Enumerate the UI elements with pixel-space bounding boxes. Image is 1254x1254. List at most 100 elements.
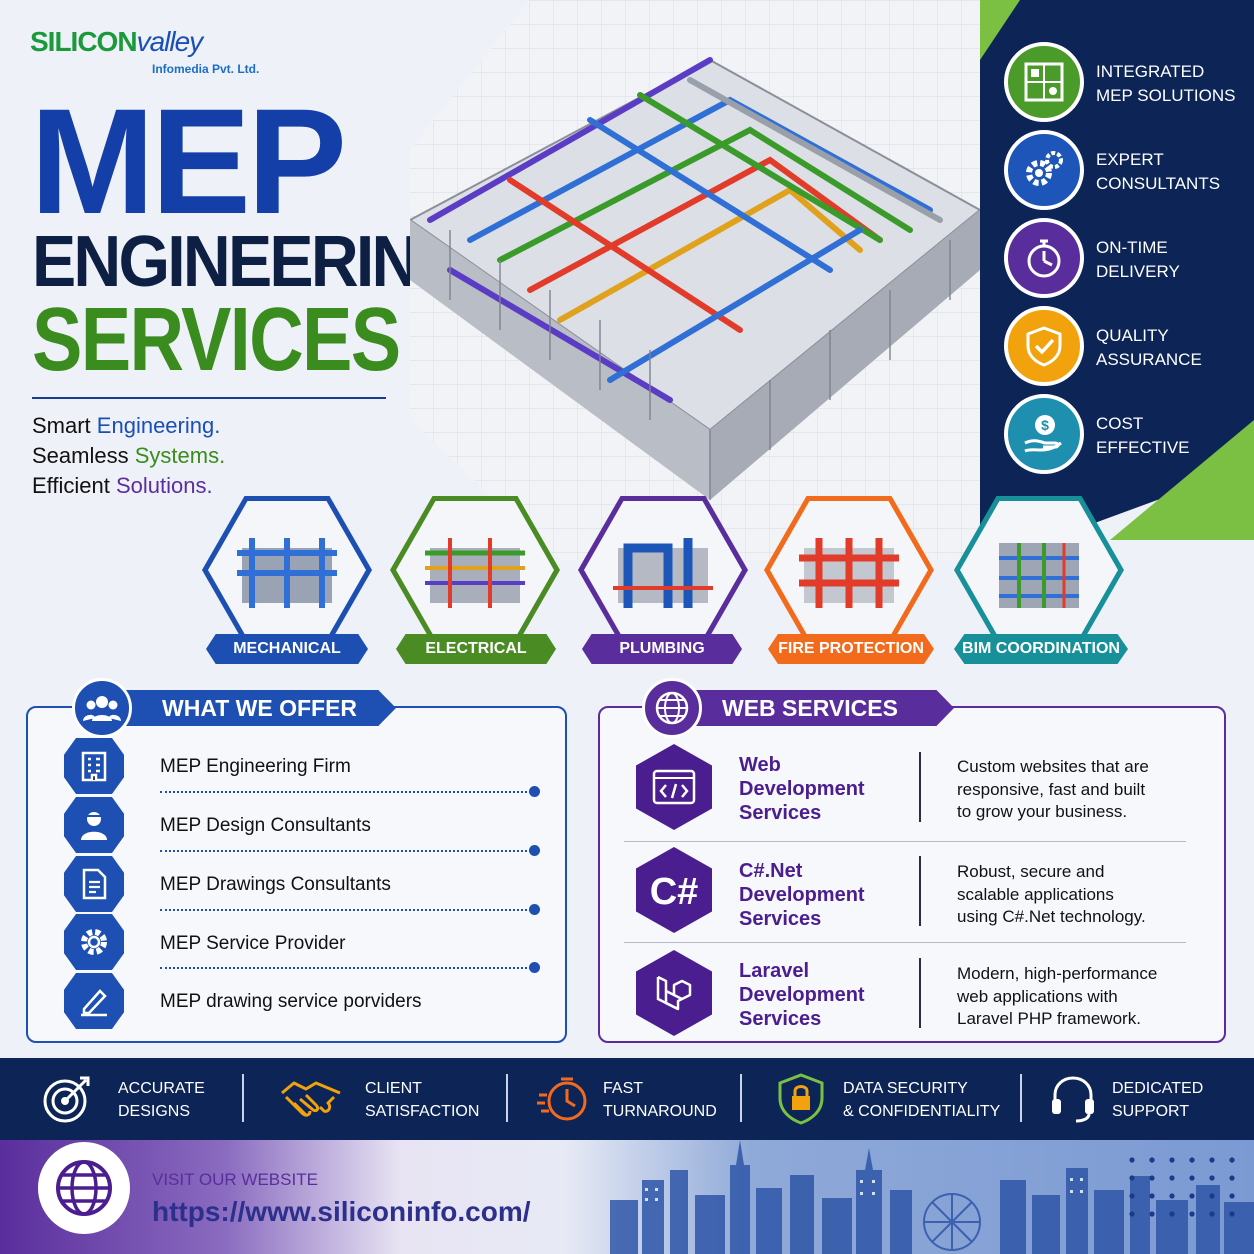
team-icon bbox=[72, 678, 132, 738]
feature-line-1: INTEGRATED bbox=[1096, 62, 1205, 81]
visit-website-label: VISIT OUR WEBSITE bbox=[152, 1170, 318, 1189]
offer-item-4: MEP Service Provider bbox=[160, 933, 346, 954]
headline-services: SERVICES bbox=[32, 290, 401, 390]
headline-engineering: ENGINEERING bbox=[32, 222, 468, 302]
feature-expert-consultants: EXPERT CONSULTANTS bbox=[1004, 130, 1244, 210]
benefits-band bbox=[0, 1058, 1254, 1140]
shield-check-icon bbox=[1004, 306, 1084, 386]
tagline-line-1: Smart Engineering. bbox=[32, 413, 221, 438]
benefit-separator-3 bbox=[740, 1074, 742, 1122]
logo-subtitle: Infomedia Pvt. Ltd. bbox=[152, 62, 260, 76]
service-label-mechanical: MECHANICAL bbox=[206, 634, 368, 664]
gear-icon bbox=[64, 914, 124, 970]
web-separator-3 bbox=[919, 958, 921, 1028]
service-hex-fire-protection[interactable] bbox=[764, 496, 934, 646]
lock-shield-icon bbox=[770, 1068, 832, 1130]
logo-brand: SILICONvalley bbox=[30, 26, 204, 58]
bim-illustration bbox=[999, 543, 1079, 608]
web-row-divider-2 bbox=[624, 942, 1186, 943]
feature-line-1: QUALITY bbox=[1096, 326, 1169, 345]
document-icon bbox=[64, 856, 124, 912]
offer-dot-2 bbox=[529, 845, 540, 856]
feature-line-1: ON-TIME bbox=[1096, 238, 1168, 257]
fast-clock-icon bbox=[534, 1068, 596, 1130]
building-icon bbox=[64, 738, 124, 794]
svg-text:$: $ bbox=[1041, 417, 1049, 433]
mep-building-illustration bbox=[410, 0, 990, 560]
what-we-offer-banner: WHAT WE OFFER bbox=[102, 690, 396, 726]
feature-line-2: MEP SOLUTIONS bbox=[1096, 86, 1236, 105]
benefit-data-security: DATA SECURITY& CONFIDENTIALITY bbox=[843, 1080, 1001, 1120]
feature-on-time-delivery: ON-TIME DELIVERY bbox=[1004, 218, 1244, 298]
offer-divider-2 bbox=[160, 850, 535, 852]
benefit-separator-1 bbox=[242, 1074, 244, 1122]
plumbing-illustration bbox=[613, 538, 713, 608]
service-hex-electrical[interactable] bbox=[390, 496, 560, 646]
tagline-line-2: Seamless Systems. bbox=[32, 443, 226, 468]
dollar-hand-icon: $ bbox=[1004, 394, 1084, 474]
feature-line-2: EFFECTIVE bbox=[1096, 438, 1190, 457]
service-hex-plumbing[interactable] bbox=[578, 496, 748, 646]
feature-quality-assurance: QUALITY ASSURANCE bbox=[1004, 306, 1244, 386]
benefit-separator-2 bbox=[506, 1074, 508, 1122]
service-hex-mechanical[interactable] bbox=[202, 496, 372, 646]
service-hex-bim-coordination[interactable] bbox=[954, 496, 1124, 646]
headset-icon bbox=[1042, 1068, 1104, 1130]
headline-divider bbox=[32, 397, 386, 399]
gears-icon bbox=[1004, 130, 1084, 210]
fire-protection-illustration bbox=[799, 538, 899, 608]
target-icon bbox=[36, 1068, 98, 1130]
handshake-icon bbox=[280, 1068, 342, 1130]
service-label-bim-coordination: BIM COORDINATION bbox=[954, 634, 1128, 664]
logo-brand-valley: valley bbox=[136, 26, 204, 57]
city-skyline-illustration bbox=[610, 1140, 1254, 1254]
website-globe-icon[interactable] bbox=[38, 1142, 130, 1234]
web-separator-2 bbox=[919, 856, 921, 926]
offer-divider-4 bbox=[160, 967, 535, 969]
service-label-fire-protection: FIRE PROTECTION bbox=[768, 634, 934, 664]
feature-line-2: ASSURANCE bbox=[1096, 350, 1202, 369]
electrical-illustration bbox=[425, 538, 525, 608]
feature-integrated-mep: INTEGRATED MEP SOLUTIONS bbox=[1004, 42, 1244, 122]
logo-brand-silicon: SILICON bbox=[30, 26, 138, 57]
service-label-electrical: ELECTRICAL bbox=[396, 634, 556, 664]
feature-line-2: DELIVERY bbox=[1096, 262, 1180, 281]
svg-text:C#: C# bbox=[650, 871, 699, 912]
dashboard-icon bbox=[1004, 42, 1084, 122]
offer-divider-3 bbox=[160, 909, 535, 911]
service-label-plumbing: PLUMBING bbox=[582, 634, 742, 664]
engineer-icon bbox=[64, 797, 124, 853]
offer-item-2: MEP Design Consultants bbox=[160, 815, 371, 836]
feature-line-1: COST bbox=[1096, 414, 1144, 433]
stopwatch-icon bbox=[1004, 218, 1084, 298]
offer-dot-1 bbox=[529, 786, 540, 797]
feature-cost-effective: $ COST EFFECTIVE bbox=[1004, 394, 1244, 474]
feature-line-2: CONSULTANTS bbox=[1096, 174, 1221, 193]
offer-divider-1 bbox=[160, 791, 535, 793]
tagline-line-3: Efficient Solutions. bbox=[32, 473, 213, 498]
web-separator-1 bbox=[919, 752, 921, 822]
offer-item-3: MEP Drawings Consultants bbox=[160, 874, 391, 895]
benefit-separator-4 bbox=[1020, 1074, 1022, 1122]
headline-mep: MEP bbox=[30, 77, 347, 245]
drawing-pen-icon bbox=[64, 973, 124, 1029]
mechanical-illustration bbox=[237, 538, 337, 608]
website-url-link[interactable]: https://www.siliconinfo.com/ bbox=[152, 1196, 531, 1227]
offer-item-1: MEP Engineering Firm bbox=[160, 756, 351, 777]
offer-item-5: MEP drawing service porviders bbox=[160, 991, 422, 1012]
offer-dot-4 bbox=[529, 962, 540, 973]
web-row-divider-1 bbox=[624, 841, 1186, 842]
offer-dot-3 bbox=[529, 904, 540, 915]
web-services-banner: WEB SERVICES bbox=[662, 690, 954, 726]
feature-line-1: EXPERT bbox=[1096, 150, 1164, 169]
